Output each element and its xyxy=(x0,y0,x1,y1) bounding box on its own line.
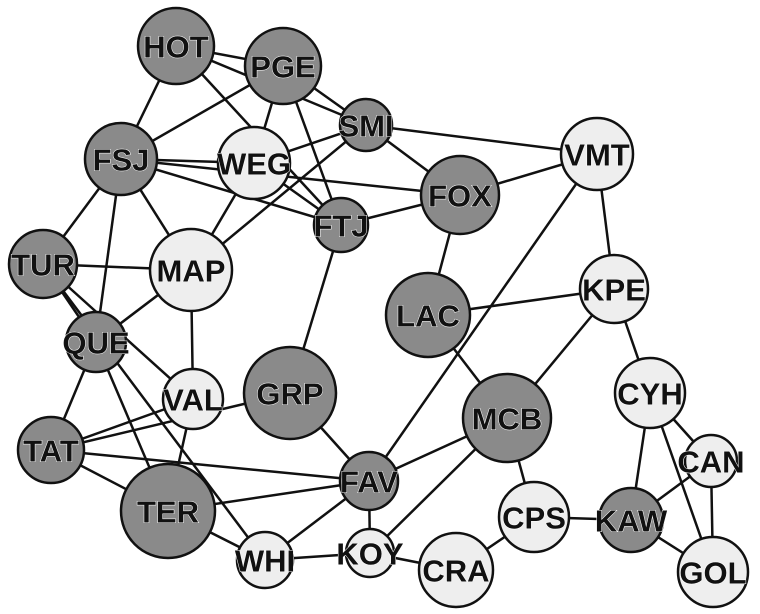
edge-tat-fav xyxy=(50,448,370,483)
node-weg: WEG xyxy=(216,125,292,201)
node-cra: CRA xyxy=(417,531,495,609)
node-circle-tat xyxy=(16,415,86,485)
node-que: QUE xyxy=(62,310,130,374)
node-circle-hot xyxy=(136,6,216,86)
node-label-cps: CPS xyxy=(502,501,566,536)
node-hot: HOT xyxy=(136,6,216,86)
node-label-cyh: CYH xyxy=(617,377,682,412)
node-circle-cyh xyxy=(613,356,687,430)
node-circle-fox xyxy=(419,154,501,236)
node-whi: WHI xyxy=(234,530,296,590)
node-circle-whi xyxy=(235,530,295,590)
node-smi: SMI xyxy=(338,97,394,153)
node-circle-koy xyxy=(344,527,396,579)
node-tat: TAT xyxy=(16,415,86,485)
node-label-ftj: FTJ xyxy=(313,209,368,244)
node-circle-grp xyxy=(242,345,338,441)
node-gol: GOL xyxy=(676,535,750,609)
node-label-val: VAL xyxy=(163,383,223,418)
node-label-tat: TAT xyxy=(23,434,79,469)
node-circle-mcb xyxy=(461,372,553,464)
node-lac: LAC xyxy=(384,271,472,359)
node-label-que: QUE xyxy=(62,326,129,361)
node-label-fox: FOX xyxy=(428,179,492,214)
node-circle-cps xyxy=(497,480,571,554)
edge-vmt-fav xyxy=(367,153,599,482)
node-label-kaw: KAW xyxy=(595,504,668,539)
node-label-grp: GRP xyxy=(256,377,323,412)
node-tur: TUR xyxy=(7,228,79,300)
node-circle-pge xyxy=(243,26,323,106)
node-ter: TER xyxy=(119,462,217,560)
node-circle-smi xyxy=(338,97,394,153)
node-label-koy: KOY xyxy=(336,537,404,572)
node-cps: CPS xyxy=(497,480,571,554)
node-cyh: CYH xyxy=(613,356,687,430)
node-circle-ter xyxy=(119,462,217,560)
node-circle-vmt xyxy=(559,116,635,192)
node-label-fsj: FSJ xyxy=(93,143,150,178)
node-circle-ftj xyxy=(312,196,370,254)
node-circle-can xyxy=(683,433,739,489)
node-val: VAL xyxy=(161,367,225,431)
node-label-hot: HOT xyxy=(143,30,209,65)
node-label-cra: CRA xyxy=(422,554,489,589)
nodes-layer: HOT PGE SMI VMT FSJ WEG FOX FTJ TUR MAP KPE LAC QUE V… xyxy=(7,6,750,609)
node-label-weg: WEG xyxy=(217,147,291,182)
node-label-tur: TUR xyxy=(11,248,75,283)
node-circle-fsj xyxy=(83,121,159,197)
node-map: MAP xyxy=(148,227,234,313)
node-circle-val xyxy=(161,367,225,431)
node-circle-que xyxy=(64,310,128,374)
node-circle-kaw xyxy=(597,486,665,554)
node-kpe: KPE xyxy=(578,253,650,325)
node-mcb: MCB xyxy=(461,372,553,464)
node-label-map: MAP xyxy=(157,254,226,289)
node-label-fav: FAV xyxy=(340,465,398,500)
node-circle-gol xyxy=(676,535,750,609)
node-label-vmt: VMT xyxy=(564,138,630,173)
node-label-can: CAN xyxy=(677,445,744,480)
edge-fsj-fox xyxy=(120,157,461,197)
node-label-lac: LAC xyxy=(396,299,460,334)
node-circle-map xyxy=(148,227,234,313)
node-circle-kpe xyxy=(578,253,650,325)
edge-smi-vmt xyxy=(365,123,598,156)
node-circle-tur xyxy=(7,228,79,300)
node-label-ter: TER xyxy=(137,495,199,530)
node-label-pge: PGE xyxy=(250,50,315,85)
node-ftj: FTJ xyxy=(312,196,370,254)
node-vmt: VMT xyxy=(559,116,635,192)
node-label-gol: GOL xyxy=(679,556,746,591)
node-fox: FOX xyxy=(419,154,501,236)
node-label-smi: SMI xyxy=(338,109,393,144)
node-fsj: FSJ xyxy=(83,121,159,197)
node-circle-weg xyxy=(216,125,292,201)
node-circle-fav xyxy=(338,450,400,512)
node-circle-lac xyxy=(384,271,472,359)
node-pge: PGE xyxy=(243,26,323,106)
node-kaw: KAW xyxy=(594,486,668,554)
node-grp: GRP xyxy=(242,345,338,441)
node-koy: KOY xyxy=(336,527,404,579)
node-label-whi: WHI xyxy=(235,544,295,579)
node-label-mcb: MCB xyxy=(472,402,543,437)
node-can: CAN xyxy=(677,433,745,489)
node-label-kpe: KPE xyxy=(582,273,646,308)
node-fav: FAV xyxy=(338,450,400,512)
node-circle-cra xyxy=(417,531,495,609)
